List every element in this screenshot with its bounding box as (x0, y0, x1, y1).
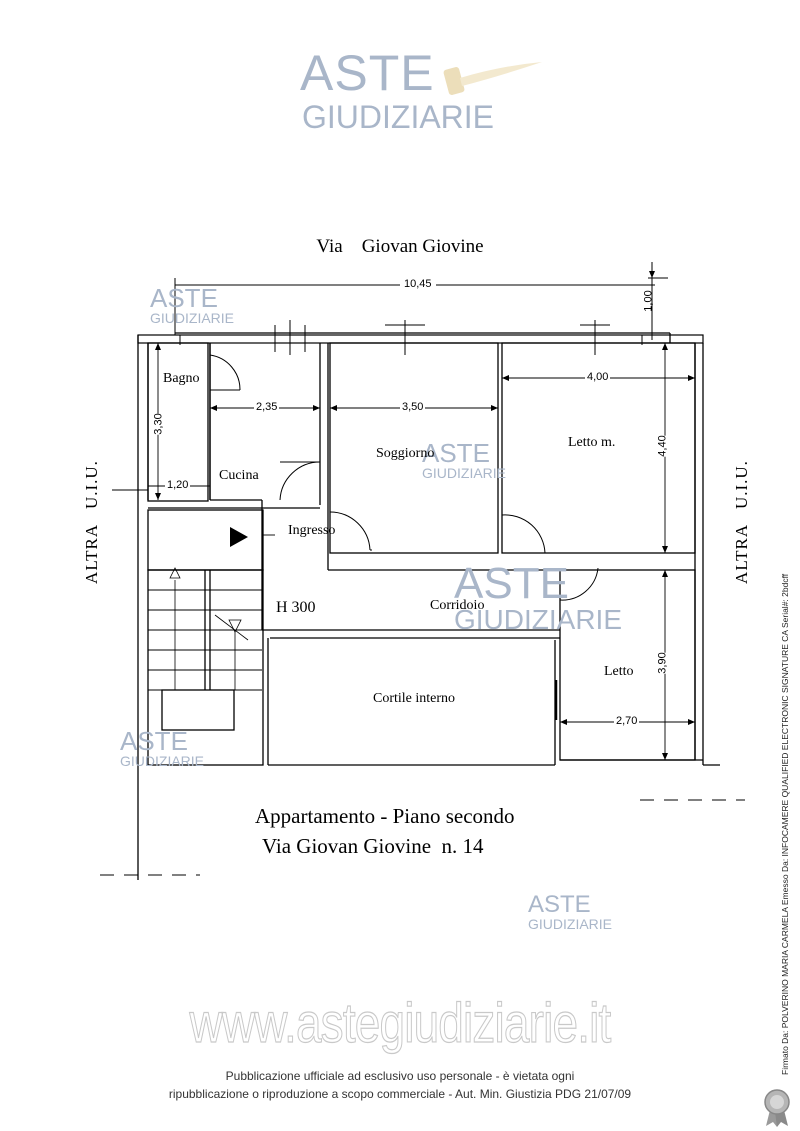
room-label-letto: Letto (604, 664, 634, 679)
room-label-ingresso: Ingresso (288, 523, 336, 538)
entrance-arrow-icon (230, 527, 248, 547)
height-label: H 300 (276, 599, 316, 616)
logo-word-giudiziarie: GIUDIZIARIE (302, 99, 495, 135)
dim-overall-width: 10,45 (400, 278, 436, 290)
aste-logo-small-1: ASTE GIUDIZIARIE (150, 283, 235, 326)
plan-title-line2: Via Giovan Giovine n. 14 (262, 834, 484, 858)
footer-line2: ripubblicazione o riproduzione a scopo c… (168, 1087, 632, 1101)
aste-logo-medium: ASTE GIUDIZIARIE (454, 559, 623, 635)
dim-letto-height: 3,90 (656, 652, 669, 674)
footer-line1: Pubblicazione ufficiale ad esclusivo uso… (225, 1069, 575, 1083)
digital-signature-text: Firmato Da: POLVERINO MARIA CARMELA Emes… (780, 573, 790, 1075)
aste-logo-small-2: ASTE GIUDIZIARIE (422, 438, 507, 481)
dim-bagno-width: 1,20 (165, 479, 191, 491)
logo-word-aste: ASTE (300, 45, 435, 101)
aste-logo-small-3: ASTE GIUDIZIARIE (120, 726, 205, 769)
street-top-label: Via Giovan Giovine (316, 236, 484, 257)
room-label-cucina: Cucina (219, 468, 259, 483)
room-label-cortile: Cortile interno (373, 691, 456, 706)
dim-setback: 1,00 (642, 290, 655, 312)
dim-letto-m-height: 4,40 (656, 435, 669, 457)
plan-title-line1: Appartamento - Piano secondo (255, 804, 515, 828)
aste-logo-small-4: ASTE GIUDIZIARIE (528, 891, 613, 932)
gavel-icon (443, 62, 542, 95)
dim-bagno-height: 3,30 (152, 413, 165, 435)
dim-cucina-width: 2,35 (254, 401, 280, 413)
room-label-bagno: Bagno (163, 371, 200, 386)
aste-logo-top: ASTE GIUDIZIARIE (300, 48, 550, 140)
room-label-letto-m: Letto m. (568, 435, 616, 450)
seal-ribbon-icon (764, 1089, 790, 1127)
dim-letto-m-width: 4,00 (585, 371, 611, 383)
floor-plan (100, 262, 745, 880)
dim-letto-width: 2,70 (614, 715, 640, 727)
neighbor-unit-right-label: ALTRA U.I.U. (731, 460, 751, 584)
website-watermark: www.astegiudiziarie.it (189, 990, 612, 1054)
dim-soggiorno-width: 3,50 (400, 401, 426, 413)
room-label-soggiorno: Soggiorno (376, 446, 435, 461)
room-label-corridoio: Corridoio (430, 598, 485, 613)
neighbor-unit-left-label: ALTRA U.I.U. (81, 460, 101, 584)
